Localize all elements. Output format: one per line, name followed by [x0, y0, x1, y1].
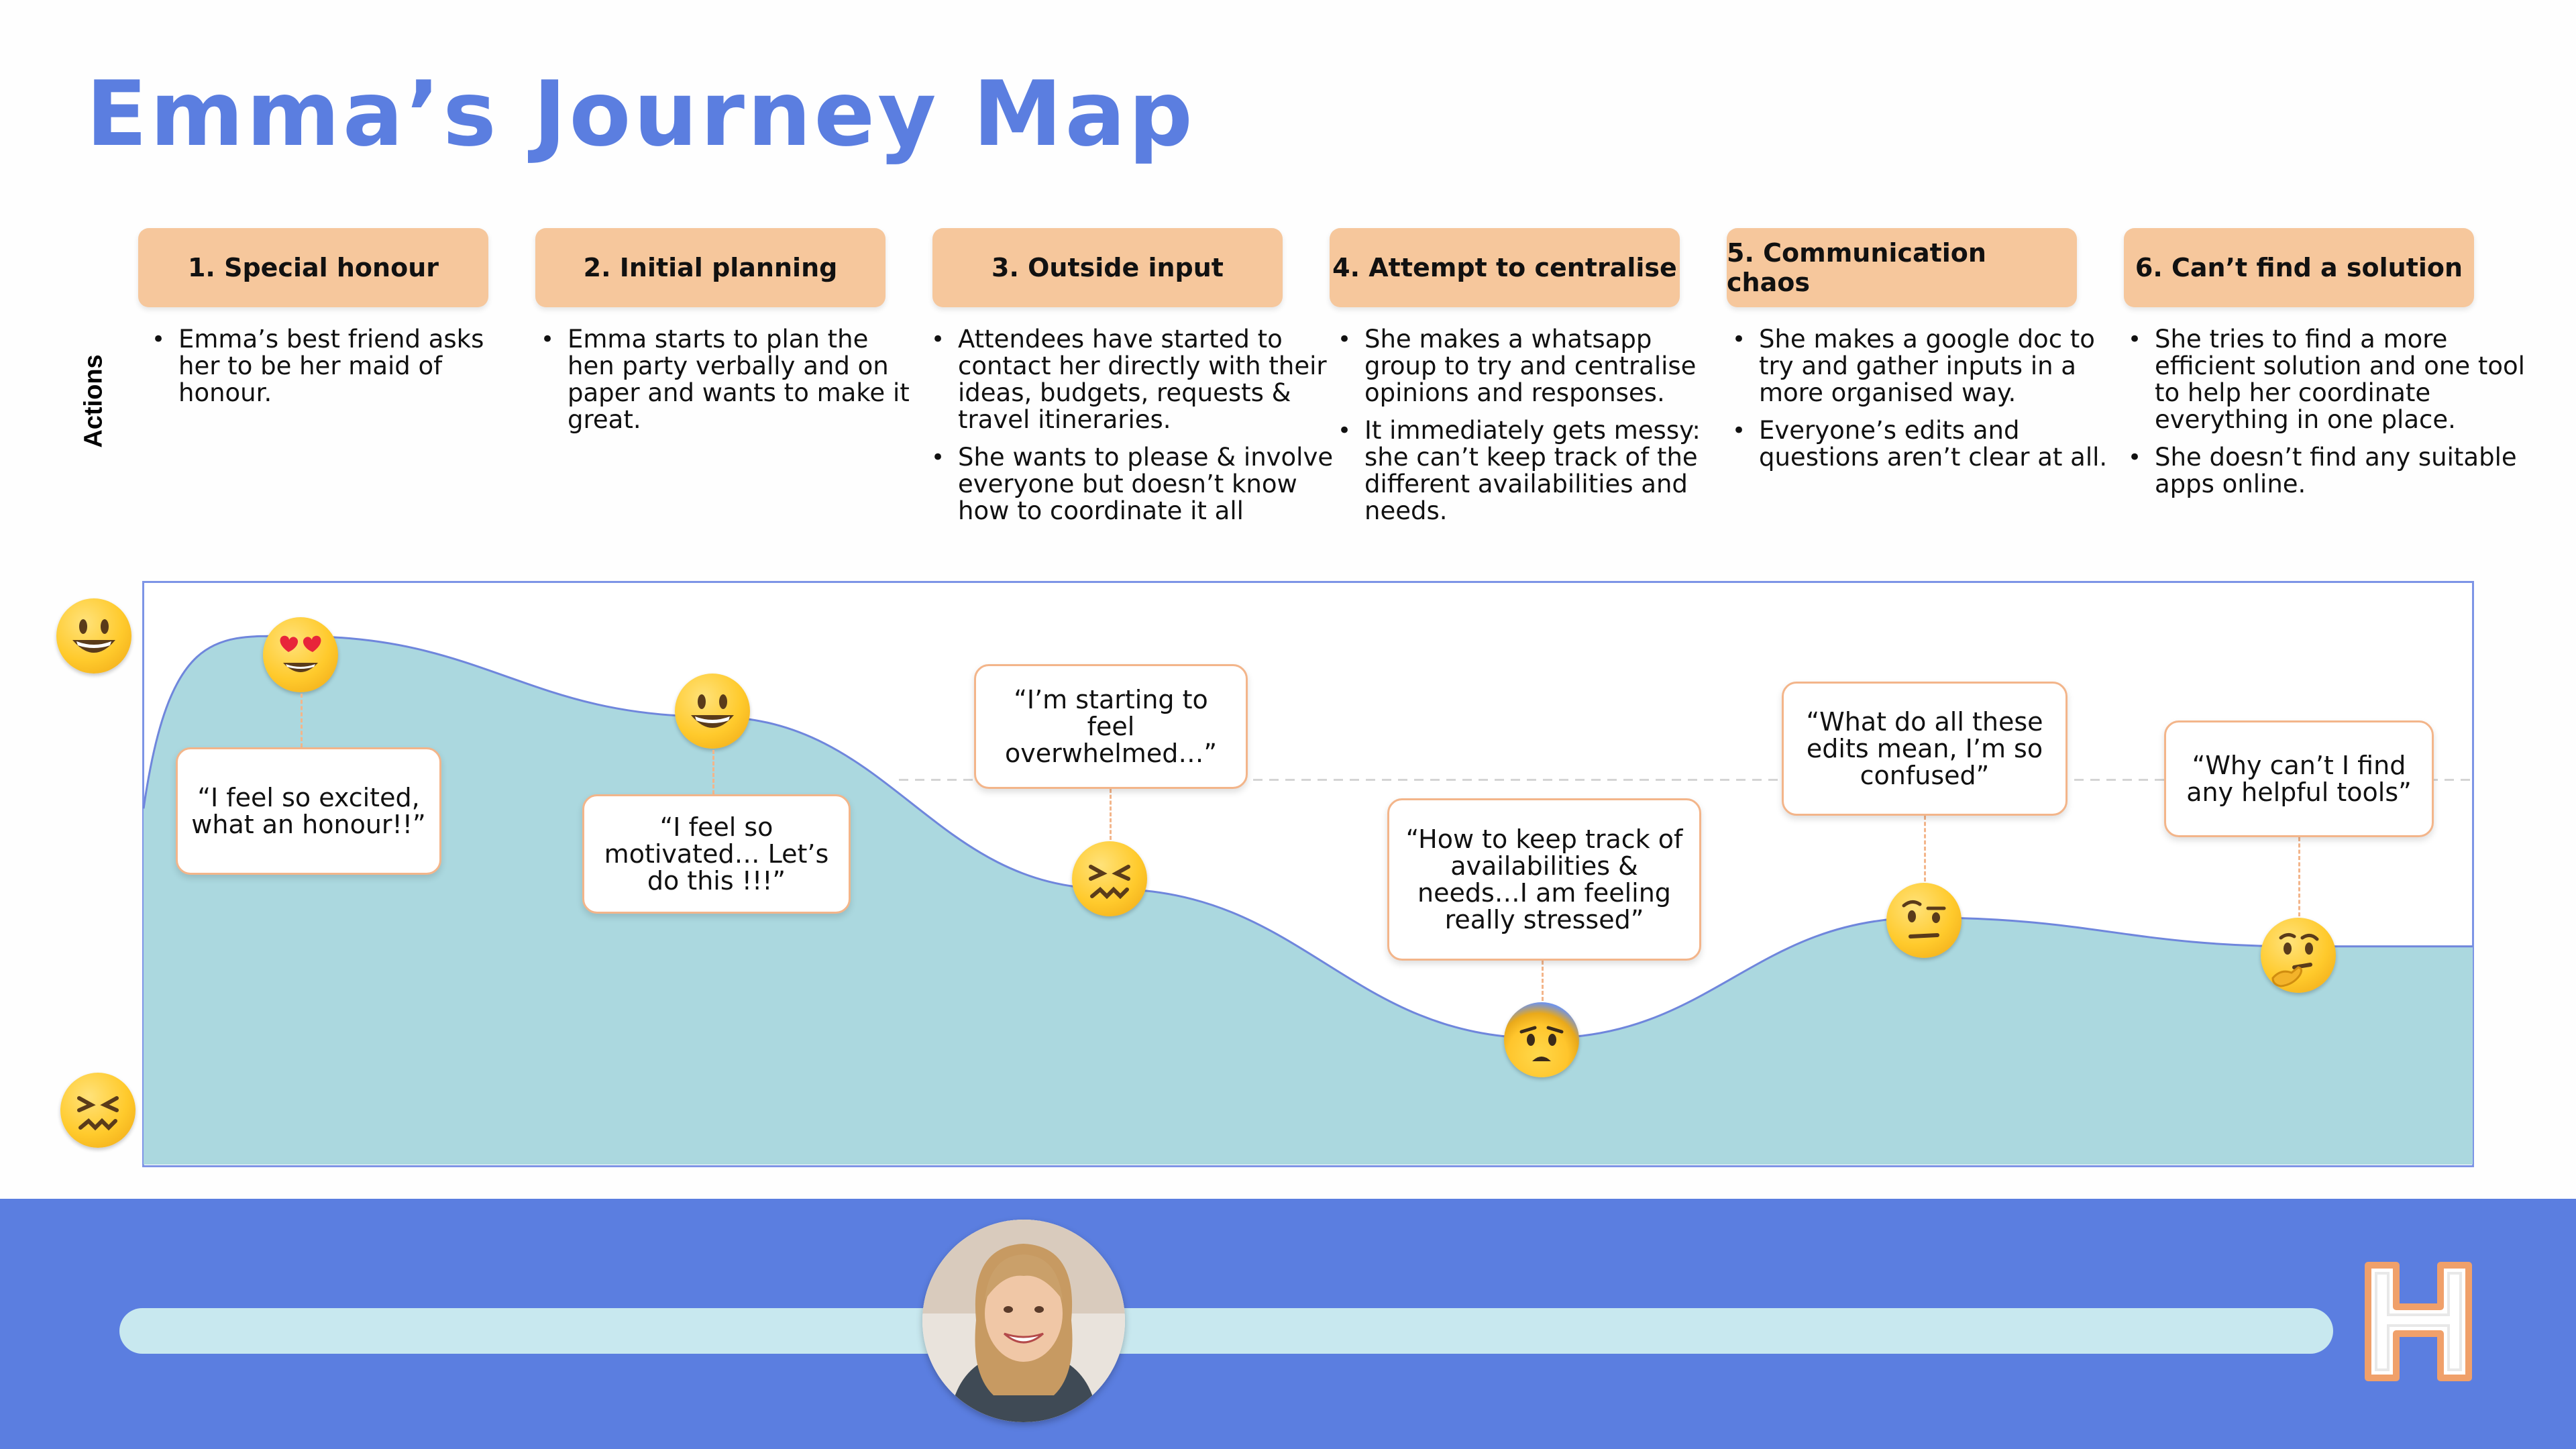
thinking-face-icon	[2261, 918, 2336, 993]
quote-bubble-2: “I feel so motivated… Let’s do this !!!”	[582, 794, 851, 914]
quote-connector	[1110, 789, 1112, 840]
action-item: Everyone’s edits and questions aren’t cl…	[1732, 417, 2114, 471]
action-item: She makes a google doc to try and gather…	[1732, 326, 2114, 407]
confounded-face-icon	[1072, 841, 1147, 916]
action-item: She makes a whatsapp group to try and ce…	[1338, 326, 1720, 407]
emotion-line	[142, 635, 2473, 1040]
stage-header-4: 4. Attempt to centralise	[1330, 228, 1680, 307]
stage-6-actions: She tries to find a more efficient solut…	[2114, 326, 2530, 508]
quote-connector	[2298, 837, 2300, 916]
action-item: It immediately gets messy: she can’t kee…	[1338, 417, 1720, 525]
raised-eyebrow-face-icon	[1886, 883, 1962, 958]
stage-2-actions: Emma starts to plan the hen party verbal…	[527, 326, 918, 444]
quote-connector	[1542, 961, 1544, 1001]
stage-header-5: 5. Communication chaos	[1727, 228, 2077, 307]
action-item: Emma’s best friend asks her to be her ma…	[152, 326, 494, 407]
quote-bubble-3: “I’m starting to feel overwhelmed…”	[974, 664, 1248, 789]
h-logo-icon	[2365, 1262, 2472, 1381]
confounded-face-icon	[60, 1073, 136, 1148]
action-item: Attendees have started to contact her di…	[931, 326, 1351, 433]
action-item: She wants to please & involve everyone b…	[931, 444, 1351, 525]
stage-header-1: 1. Special honour	[138, 228, 488, 307]
emotion-area	[144, 636, 2473, 1165]
stage-5-actions: She makes a google doc to try and gather…	[1719, 326, 2114, 482]
heart-eyes-face-icon	[263, 617, 338, 692]
stage-header-3: 3. Outside input	[932, 228, 1283, 307]
stage-3-actions: Attendees have started to contact her di…	[918, 326, 1351, 535]
quote-connector	[712, 750, 714, 794]
page-title: Emma’s Journey Map	[86, 62, 1195, 166]
action-item: Emma starts to plan the hen party verbal…	[541, 326, 918, 433]
avatar	[922, 1220, 1125, 1422]
grinning-face-icon	[675, 674, 750, 749]
stage-header-2: 2. Initial planning	[535, 228, 885, 307]
action-item: She doesn’t find any suitable apps onlin…	[2128, 444, 2530, 498]
stage-4-actions: She makes a whatsapp group to try and ce…	[1324, 326, 1720, 535]
quote-bubble-6: “Why can’t I find any helpful tools”	[2164, 720, 2434, 837]
grinning-face-icon	[56, 598, 131, 674]
quote-connector	[1924, 816, 1926, 881]
journey-progress-track	[119, 1308, 2333, 1354]
stage-header-6: 6. Can’t find a solution	[2124, 228, 2474, 307]
quote-bubble-4: “How to keep track of availabilities & n…	[1387, 798, 1701, 961]
quote-connector	[301, 694, 303, 747]
quote-bubble-1: “I feel so excited, what an honour!!”	[176, 747, 441, 875]
action-item: She tries to find a more efficient solut…	[2128, 326, 2530, 433]
quote-bubble-5: “What do all these edits mean, I’m so co…	[1782, 682, 2068, 816]
stage-1-actions: Emma’s best friend asks her to be her ma…	[138, 326, 494, 417]
anxious-face-icon	[1504, 1002, 1579, 1077]
